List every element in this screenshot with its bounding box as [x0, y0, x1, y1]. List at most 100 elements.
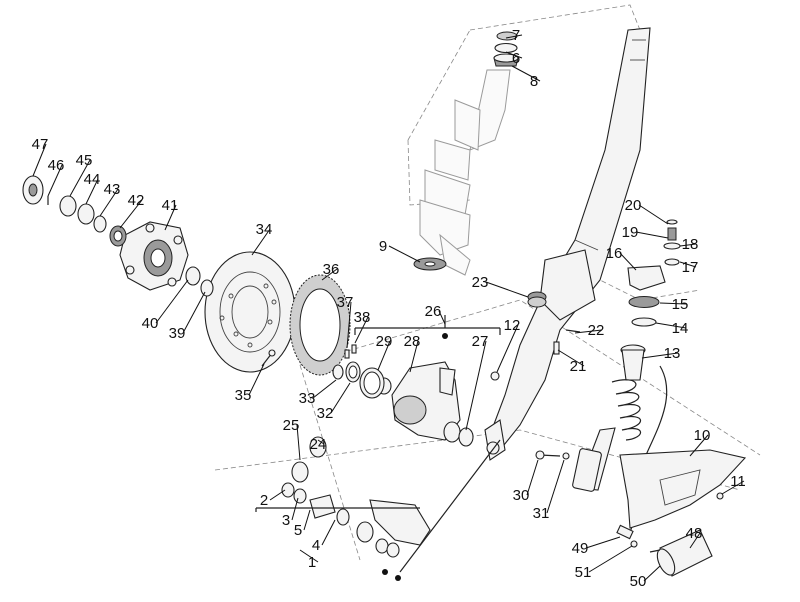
hub-spacers-left — [22, 175, 127, 247]
callout-leader-36 — [321, 268, 338, 281]
shock-absorber — [572, 344, 646, 492]
callout-leader-44 — [85, 178, 99, 205]
callout-leader-7 — [505, 34, 523, 39]
washer-9 — [413, 257, 447, 271]
callout-number-15: 15 — [672, 296, 689, 313]
callout-leader-40 — [155, 279, 189, 324]
brake-disc-34 — [204, 251, 296, 373]
callout-leader-12 — [496, 324, 519, 373]
callout-leader-26 — [438, 310, 446, 325]
callout-number-43: 43 — [104, 181, 121, 198]
callout-number-30: 30 — [513, 487, 530, 504]
callout-leader-3 — [291, 497, 299, 521]
callout-number-4: 4 — [312, 537, 320, 554]
axle-assembly — [255, 436, 431, 558]
callout-number-44: 44 — [84, 171, 101, 188]
callout-number-27: 27 — [472, 333, 489, 350]
callout-leader-29 — [377, 340, 391, 371]
callout-leader-15 — [659, 302, 687, 305]
callout-leader-27 — [465, 340, 487, 431]
callout-number-41: 41 — [162, 197, 179, 214]
callout-number-18: 18 — [682, 236, 699, 253]
callout-number-21: 21 — [570, 358, 587, 375]
callout-leader-23 — [485, 281, 529, 298]
callout-number-19: 19 — [622, 224, 639, 241]
callout-number-47: 47 — [32, 136, 49, 153]
callout-leader-33 — [312, 379, 337, 399]
callout-number-37: 37 — [337, 294, 354, 311]
callout-leader-38 — [354, 316, 369, 344]
callout-number-26: 26 — [425, 303, 442, 320]
callout-number-7: 7 — [512, 27, 520, 44]
disc-bolt-35 — [261, 349, 276, 367]
callout-number-31: 31 — [533, 505, 550, 522]
tone-ring-36 — [289, 274, 351, 376]
callout-number-5: 5 — [294, 522, 302, 539]
callout-leader-11 — [721, 480, 745, 495]
callout-number-49: 49 — [572, 540, 589, 557]
callout-leader-51 — [588, 545, 633, 573]
mudguard-10 — [619, 449, 747, 529]
callout-leader-20 — [638, 204, 669, 225]
wheel-hub-41 — [119, 221, 214, 297]
steering-column — [419, 69, 511, 276]
callout-number-34: 34 — [256, 221, 273, 238]
callout-leader-31 — [546, 459, 565, 514]
callout-number-48: 48 — [686, 525, 703, 542]
callout-leader-43 — [99, 188, 119, 217]
callout-leader-10 — [689, 434, 709, 457]
callout-number-29: 29 — [376, 333, 393, 350]
callout-leader-13 — [641, 352, 679, 359]
callout-leader-14 — [655, 322, 687, 329]
headset-bearings — [493, 31, 519, 67]
callout-number-38: 38 — [354, 309, 371, 326]
callout-leader-17 — [679, 261, 697, 268]
callout-leader-41 — [164, 204, 177, 231]
callout-leader-48 — [689, 532, 701, 549]
callout-number-32: 32 — [317, 405, 334, 422]
callout-number-17: 17 — [682, 259, 699, 276]
callout-number-23: 23 — [472, 274, 489, 291]
callout-leader-25 — [296, 424, 301, 461]
fork-leg — [484, 27, 651, 461]
callout-number-36: 36 — [323, 261, 340, 278]
callout-leader-9 — [388, 245, 421, 263]
brake-caliper — [359, 361, 474, 447]
callout-leader-35 — [248, 363, 265, 396]
callout-leader-50 — [643, 565, 661, 582]
callout-number-33: 33 — [299, 390, 316, 407]
callout-number-3: 3 — [282, 512, 290, 529]
callout-number-8: 8 — [530, 73, 538, 90]
caliper-kit-bracket — [354, 315, 501, 581]
bushing-23 — [527, 291, 547, 308]
callout-number-13: 13 — [664, 345, 681, 362]
callout-leader-19 — [635, 231, 669, 239]
callout-leader-46 — [47, 164, 63, 197]
callout-number-24: 24 — [310, 436, 327, 453]
callout-number-11: 11 — [730, 473, 746, 490]
callout-number-40: 40 — [142, 315, 159, 332]
callout-number-10: 10 — [694, 427, 711, 444]
spacer-hardware — [332, 344, 361, 383]
callout-number-9: 9 — [379, 238, 387, 255]
callout-number-6: 6 — [512, 50, 520, 67]
callout-number-39: 39 — [169, 325, 186, 342]
callout-leader-49 — [585, 536, 621, 549]
callout-leader-5 — [303, 509, 311, 531]
callout-number-45: 45 — [76, 152, 93, 169]
callout-number-51: 51 — [575, 564, 592, 581]
callout-leader-45 — [69, 159, 91, 197]
callout-leader-1 — [299, 549, 319, 563]
callout-number-25: 25 — [283, 417, 300, 434]
callout-leader-30 — [526, 459, 539, 496]
callout-number-1: 1 — [308, 554, 316, 571]
callout-leader-6 — [505, 51, 523, 59]
callout-number-22: 22 — [588, 322, 605, 339]
callout-leader-22 — [574, 329, 603, 334]
callout-leader-21 — [557, 349, 585, 367]
caliper-bolts — [535, 450, 570, 460]
callout-leader-42 — [119, 199, 143, 229]
callout-leader-18 — [679, 243, 697, 247]
